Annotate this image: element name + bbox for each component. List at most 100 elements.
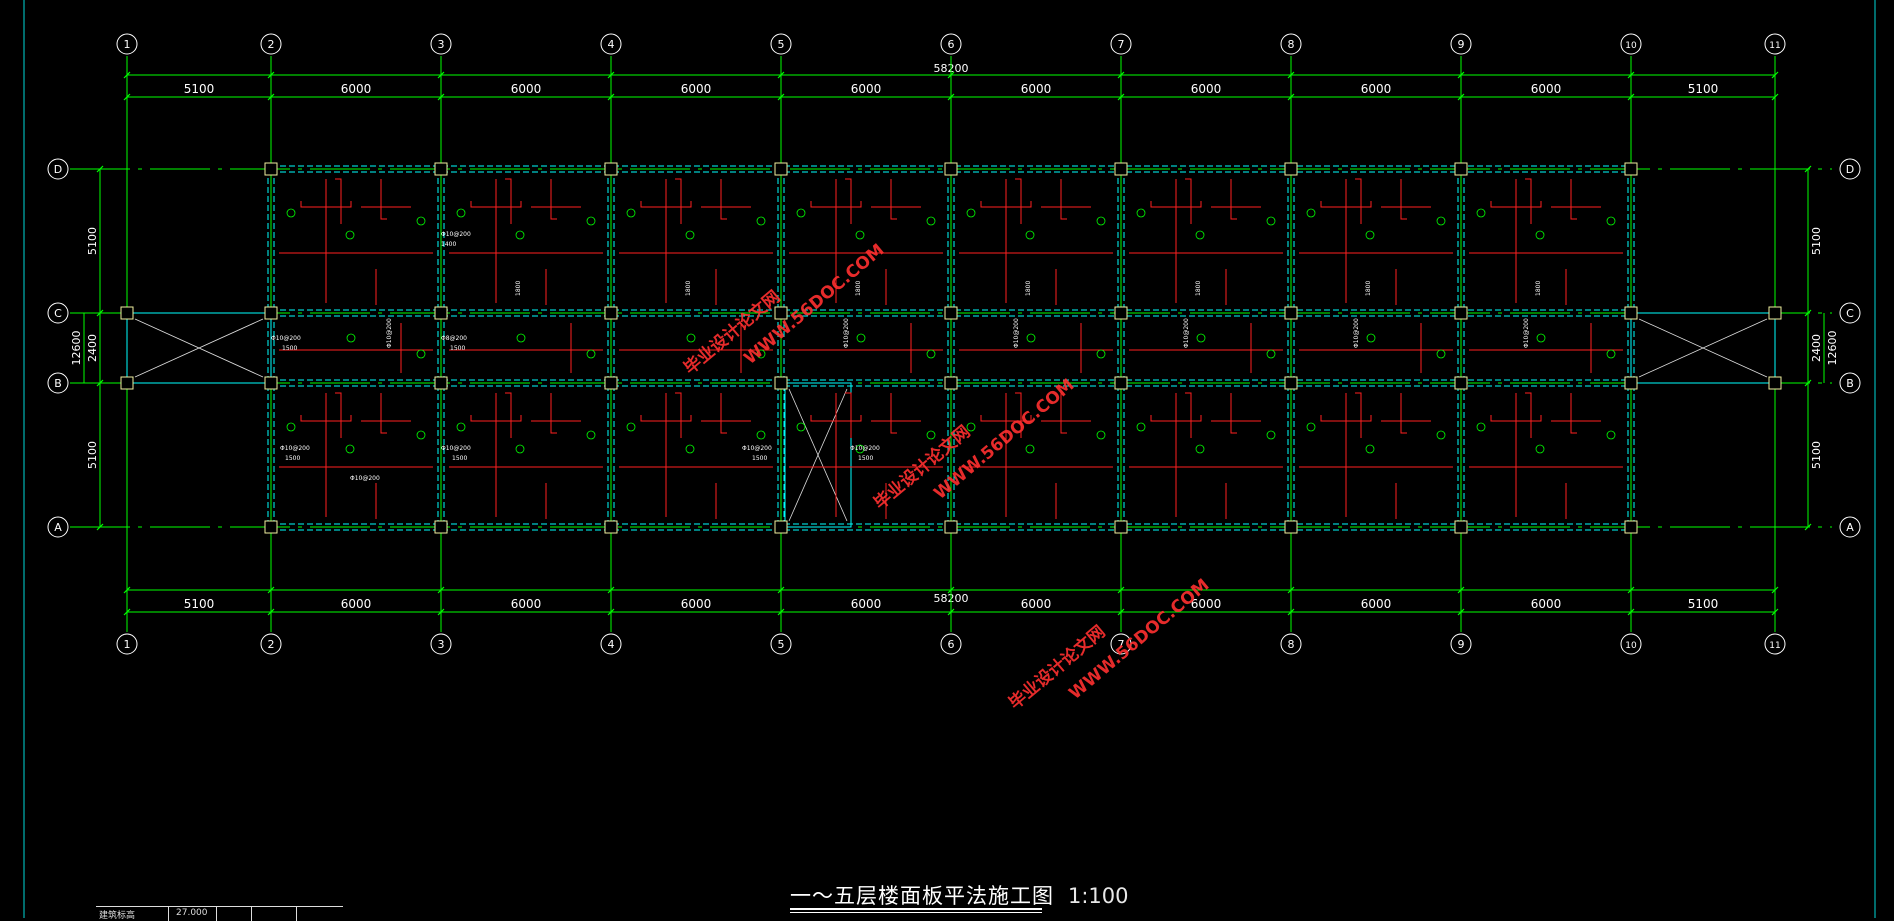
structural-column [944, 162, 958, 176]
dimension-bay-text: 6000 [341, 597, 372, 611]
axis-bubble-col [770, 33, 792, 55]
structural-column [774, 520, 788, 534]
rebar-marker [1195, 230, 1205, 240]
rebar-top [720, 393, 727, 434]
rebar-marker [345, 444, 355, 454]
axis-bubble-col [940, 633, 962, 655]
rebar-marker [456, 422, 466, 432]
structural-column [1768, 306, 1782, 320]
rebar-marker [1096, 430, 1106, 440]
rebar-marker [586, 430, 596, 440]
stair-opening [126, 312, 272, 384]
dimension-bay-text: 6000 [1361, 82, 1392, 96]
rebar-top [335, 178, 342, 224]
rebar-marker [1476, 208, 1486, 218]
rebar-marker [416, 349, 426, 359]
rebar-marker [286, 422, 296, 432]
axis-label-col: 2 [268, 38, 275, 51]
slab-rebar-label-vertical: Φ10@200 [1353, 318, 1360, 348]
rebar-top [1230, 179, 1237, 220]
axis-label-col: 11 [1769, 641, 1780, 651]
rebar-marker [1096, 216, 1106, 226]
dimension-bay-text: 6000 [341, 82, 372, 96]
slab-rebar-label: 1500 [282, 345, 297, 352]
slab-rebar-label: 1400 [441, 241, 456, 248]
opening-cross [134, 318, 264, 378]
slab-rebar-label: 1500 [452, 455, 467, 462]
table-divider [168, 907, 169, 921]
structural-column [1114, 520, 1128, 534]
axis-label-row: D [54, 163, 62, 176]
structural-column [604, 520, 618, 534]
structural-column [944, 306, 958, 320]
rebar-marker [626, 208, 636, 218]
axis-label-col: 2 [268, 638, 275, 651]
dimension-bay-text: 6000 [1531, 82, 1562, 96]
rebar-marker [515, 230, 525, 240]
rebar-top [1185, 392, 1192, 438]
axis-bubble-col [1450, 33, 1472, 55]
rebar-marker [926, 349, 936, 359]
rebar-top [1355, 392, 1362, 438]
rebar-top [380, 393, 387, 434]
slab-rebar-label-vertical: Φ10@200 [1183, 318, 1190, 348]
structural-column [774, 306, 788, 320]
table-divider [296, 907, 297, 921]
axis-bubble-col [1620, 633, 1642, 655]
dimension-bay-text: 5100 [1688, 82, 1719, 96]
slab-rebar-label: Φ10@200 [441, 231, 471, 238]
structural-column [1454, 520, 1468, 534]
axis-bubble-row [47, 158, 69, 180]
rebar-top [675, 178, 682, 224]
rebar-marker [1266, 349, 1276, 359]
slab-rebar-label-vertical: 1800 [1025, 281, 1032, 296]
rebar-marker [516, 333, 526, 343]
axis-bubble-col [940, 33, 962, 55]
structural-column [1624, 520, 1638, 534]
side-dimension-text: 5100 [86, 227, 99, 255]
rebar-marker [686, 333, 696, 343]
rebar-marker [1026, 333, 1036, 343]
slab-rebar-label-vertical: Φ10@200 [1523, 318, 1530, 348]
dimension-bay-text: 5100 [184, 597, 215, 611]
rebar-top [1185, 178, 1192, 224]
slab-rebar-label: 1500 [285, 455, 300, 462]
dimension-bay-text: 6000 [851, 82, 882, 96]
rebar-top [675, 392, 682, 438]
rebar-marker [1606, 430, 1616, 440]
rebar-marker [286, 208, 296, 218]
elevation-table: 建筑标高 27.000 [96, 906, 343, 921]
axis-bubble-col [430, 633, 452, 655]
axis-bubble-row [1839, 302, 1861, 324]
opening-cross [788, 388, 848, 522]
slab-rebar-label-vertical: 1800 [1195, 281, 1202, 296]
axis-bubble-col [116, 33, 138, 55]
axis-bubble-col [1764, 33, 1786, 55]
rebar-marker [1096, 349, 1106, 359]
dimension-bay-text: 6000 [681, 597, 712, 611]
rebar-marker [1366, 333, 1376, 343]
rebar-marker [416, 216, 426, 226]
table-divider [216, 907, 217, 921]
dimension-bay-text: 6000 [511, 597, 542, 611]
structural-column [604, 306, 618, 320]
dimension-bay-text: 5100 [1688, 597, 1719, 611]
side-dimension-text: 2400 [86, 334, 99, 362]
structural-column [1284, 306, 1298, 320]
axis-label-col: 7 [1118, 638, 1125, 651]
axis-label-col: 6 [948, 38, 955, 51]
rebar-marker [855, 230, 865, 240]
structural-column [264, 376, 278, 390]
rebar-marker [1536, 333, 1546, 343]
dimension-bay-text: 6000 [1361, 597, 1392, 611]
axis-label-row: C [1846, 307, 1854, 320]
rebar-marker [1476, 422, 1486, 432]
rebar-top [1570, 393, 1577, 434]
slab-rebar-label-vertical: 1800 [1535, 281, 1542, 296]
structural-column [1768, 376, 1782, 390]
axis-bubble-col [1110, 633, 1132, 655]
axis-bubble-col [116, 633, 138, 655]
rebar-top [890, 393, 897, 434]
structural-column [604, 162, 618, 176]
